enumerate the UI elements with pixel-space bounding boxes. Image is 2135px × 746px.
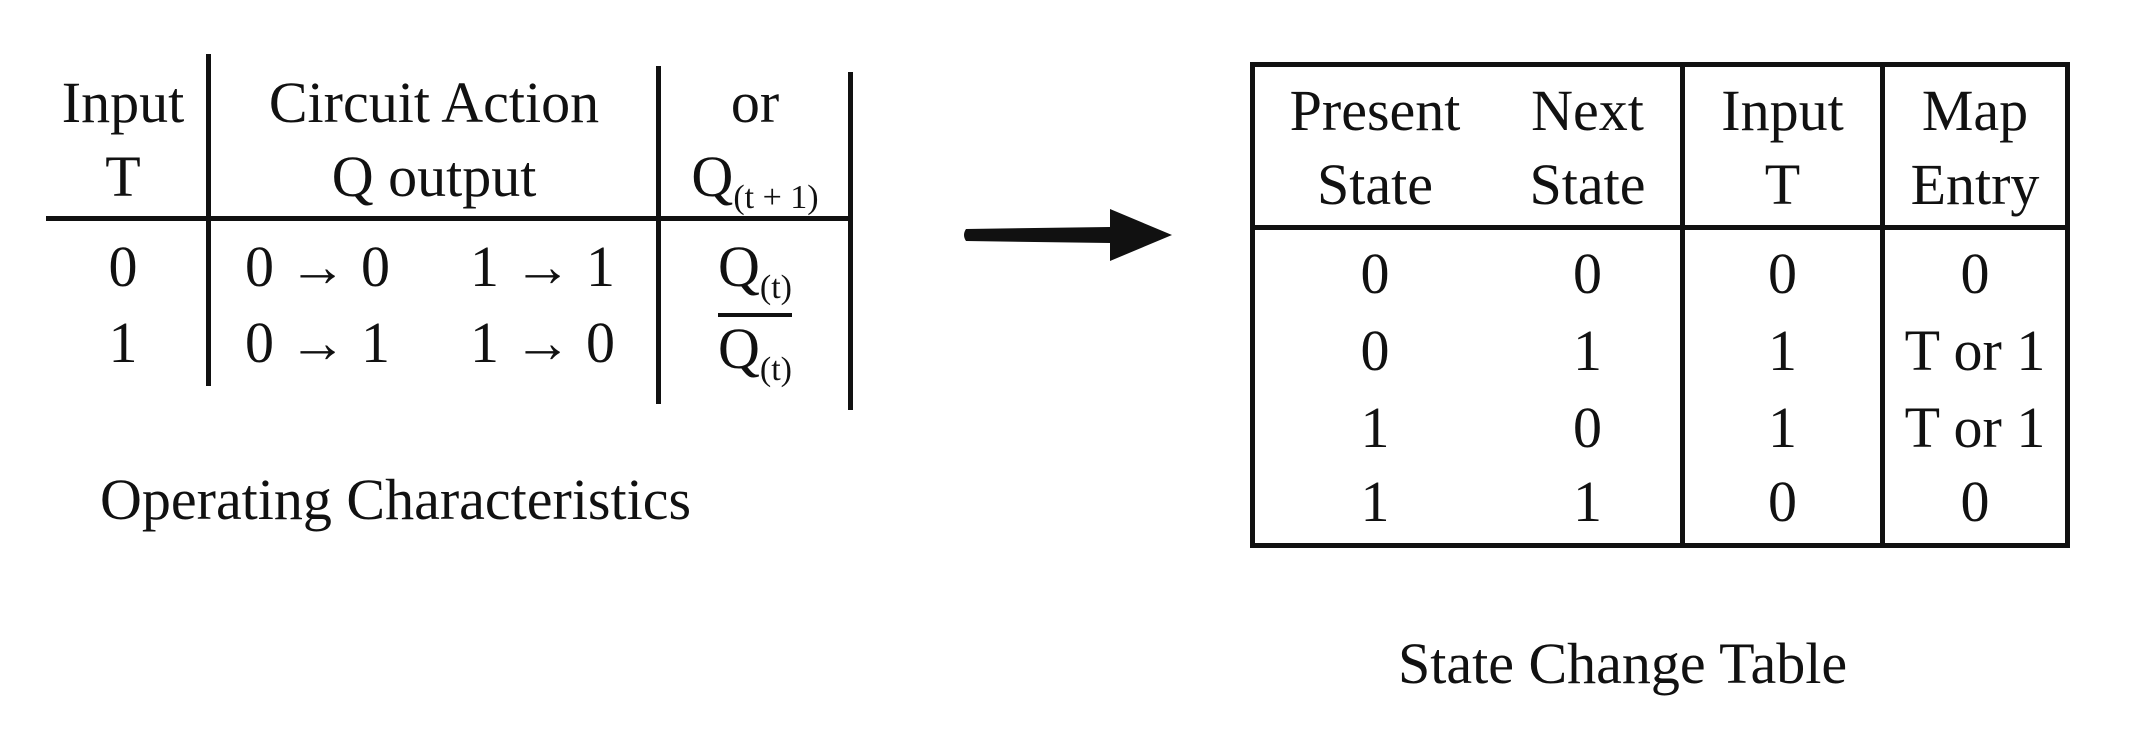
header-map-entry-line1: Map (1921, 78, 2029, 143)
row-action-b: 1 → 0 (470, 310, 615, 375)
table-border (1250, 62, 2070, 548)
divider (46, 216, 850, 221)
header-circuit-action-line2: Q output (331, 144, 537, 209)
row-t-value: 0 (108, 234, 138, 299)
header-present-state-line2: State (1317, 152, 1433, 217)
input-t-cell: 0 (1768, 469, 1797, 534)
q-subscript: (t) (759, 269, 792, 306)
header-next-state: Next State (1495, 74, 1680, 222)
q-subscript: (t + 1) (733, 179, 819, 216)
q-symbol: Q (691, 144, 734, 209)
divider (656, 66, 661, 404)
input-t-cell: 0 (1768, 241, 1797, 306)
divider (1880, 62, 1885, 548)
header-next-state-line2: State (1529, 152, 1646, 217)
map-entry-cell: 0 (1960, 241, 1990, 306)
row-q-value: Q(t) (662, 230, 848, 325)
state-change-table-caption: State Change Table (1398, 631, 1848, 696)
row-action-a: 0 → 1 (245, 310, 390, 375)
header-next-state-line1: Next (1531, 78, 1644, 143)
map-entry-cell: T or 1 (1904, 318, 2046, 383)
header-input-line1: Input (61, 70, 185, 135)
next-state-cell: 1 (1573, 469, 1602, 534)
header-input-t-line1: Input (1721, 78, 1844, 143)
header-or-line1: or (730, 70, 780, 135)
row-t-value: 1 (108, 310, 138, 375)
next-state-cell: 0 (1573, 395, 1602, 460)
row-action-b: 1 → 1 (470, 234, 615, 299)
operating-characteristics-caption: Operating Characteristics (100, 467, 692, 532)
present-state-cell: 0 (1360, 318, 1390, 383)
q-subscript: (t) (759, 351, 792, 388)
header-circuit-action-line1: Circuit Action (268, 70, 600, 135)
map-entry-cell: T or 1 (1904, 395, 2046, 460)
state-change-table: Present State Next State Input T Map Ent… (1250, 62, 2070, 548)
header-input-t: Input T (1685, 74, 1880, 222)
input-t-cell: 1 (1768, 318, 1797, 383)
header-present-state-line1: Present (1289, 78, 1461, 143)
input-t-cell: 1 (1768, 395, 1797, 460)
next-state-cell: 1 (1573, 318, 1602, 383)
header-present-state: Present State (1255, 74, 1495, 222)
header-or-line2: Q(t + 1) (662, 140, 848, 235)
header-circuit-action: Circuit Action Q output (212, 66, 656, 214)
header-input-line2: T (105, 144, 141, 209)
q-symbol: Q (718, 234, 760, 299)
right-arrow-icon (964, 209, 1172, 261)
header-input-t-line2: T (1764, 152, 1801, 217)
row-q-value: Q(t) (662, 312, 848, 402)
divider (1250, 225, 2070, 230)
next-state-cell: 0 (1573, 241, 1602, 306)
q-symbol: Q (718, 316, 760, 381)
operating-characteristics-table: Input T Circuit Action Q output or Q(t +… (40, 50, 860, 410)
divider (1680, 62, 1685, 548)
present-state-cell: 1 (1360, 469, 1390, 534)
map-entry-cell: 0 (1960, 469, 1990, 534)
header-input: Input T (40, 66, 206, 214)
present-state-cell: 0 (1360, 241, 1390, 306)
header-or: or Q(t + 1) (662, 66, 848, 235)
q-bar-overline: Q(t) (718, 313, 792, 402)
present-state-cell: 1 (1360, 395, 1390, 460)
header-map-entry-line2: Entry (1910, 152, 2040, 217)
header-map-entry: Map Entry (1885, 74, 2065, 222)
row-action-a: 0 → 0 (245, 234, 390, 299)
divider (848, 72, 853, 410)
